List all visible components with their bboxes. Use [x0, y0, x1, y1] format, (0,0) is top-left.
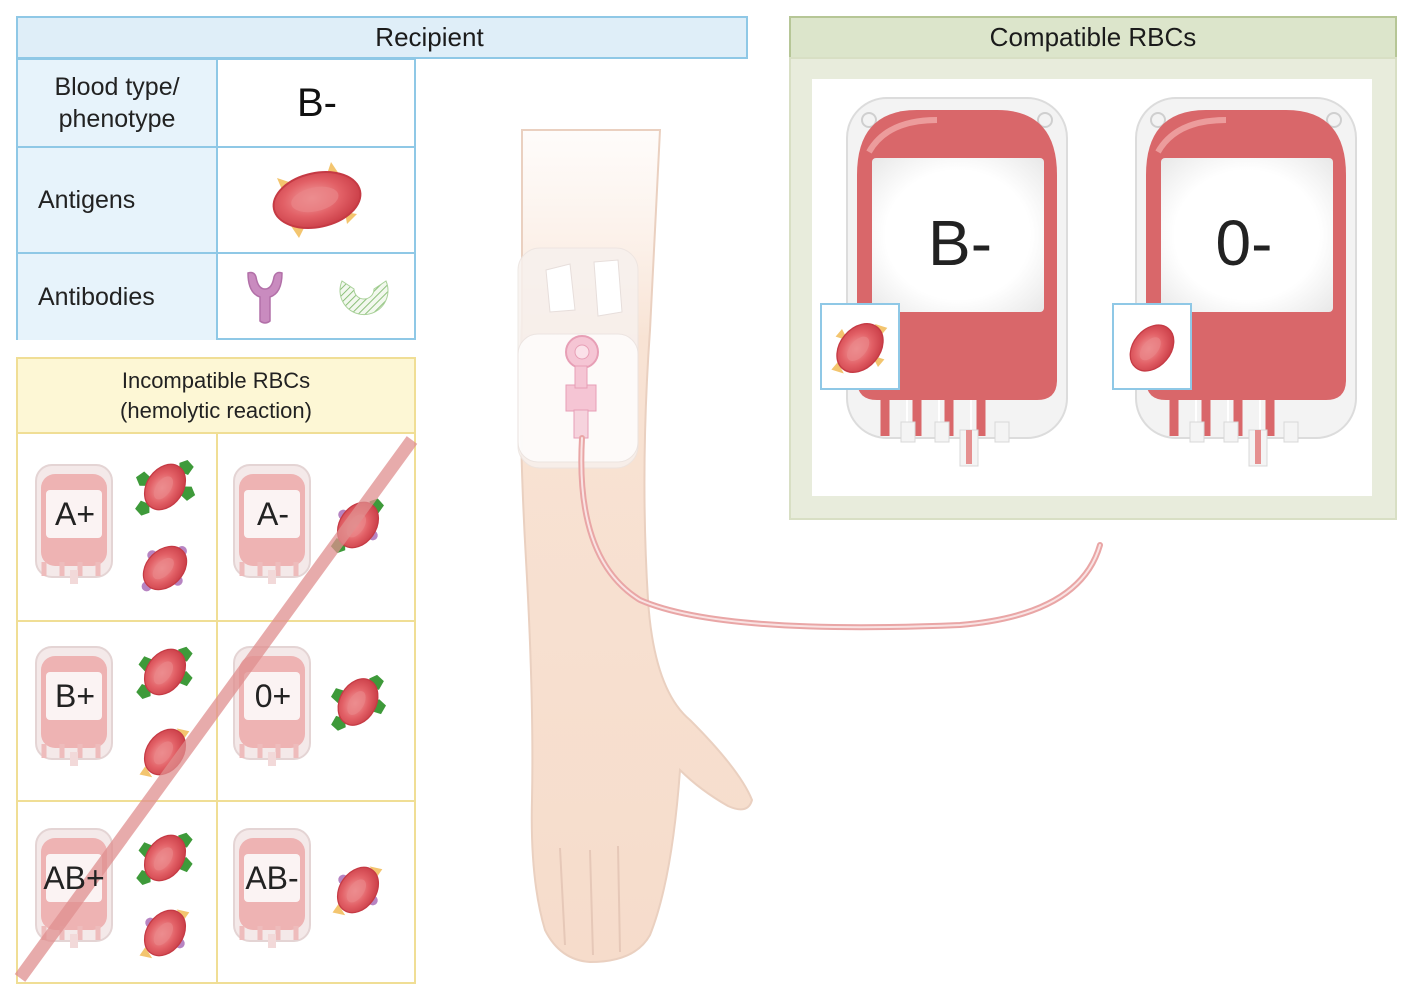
- recipient-table: Blood type/ phenotype B- Antigens Antibo…: [16, 58, 416, 340]
- arm-illustration: [517, 129, 1103, 964]
- rbc-b-icon: [328, 858, 388, 922]
- cross-out-line: [14, 436, 418, 982]
- antigens-label: Antigens: [18, 148, 218, 254]
- bag-label-ab-pos: AB+: [43, 860, 105, 896]
- rbc-a-icon: [133, 455, 197, 519]
- rbc-d-icon: [134, 537, 196, 599]
- compatible-header-label: Compatible RBCs: [989, 22, 1197, 52]
- recipient-header-label: Recipient: [375, 22, 484, 52]
- red-blood-cell-icon: [272, 162, 362, 238]
- blood-type-label: Blood type/ phenotype: [18, 60, 218, 148]
- rbc-d-icon: [329, 671, 388, 734]
- bag-label-a-pos: A+: [54, 496, 96, 532]
- incompatible-header-line1: Incompatible RBCs: [121, 367, 311, 393]
- compatible-panel-inner: [812, 79, 1372, 496]
- bag-label-0-pos: 0+: [254, 678, 292, 714]
- compatible-header: Compatible RBCs: [789, 16, 1397, 59]
- antibody-hatched-icon: [339, 280, 389, 316]
- bag-label-a-neg: A-: [257, 496, 289, 532]
- rbc-a-icon: [135, 640, 195, 704]
- antigens-cell: [218, 148, 416, 254]
- incompatible-header: Incompatible RBCs (hemolytic reaction): [16, 357, 416, 434]
- bag-label-0-neg: 0-: [1215, 207, 1273, 279]
- antibody-y-icon: [247, 271, 283, 324]
- bag-label-ab-neg: AB-: [245, 860, 299, 896]
- incompatible-header-line2: (hemolytic reaction): [120, 397, 312, 423]
- blood-type-value: B-: [218, 60, 416, 148]
- antibodies-cell: [218, 254, 416, 340]
- bag-label-b-pos: B+: [54, 678, 96, 714]
- antibodies-label: Antibodies: [18, 254, 218, 340]
- rbc-b-icon: [135, 901, 195, 965]
- bag-label-b-neg: B-: [928, 207, 992, 279]
